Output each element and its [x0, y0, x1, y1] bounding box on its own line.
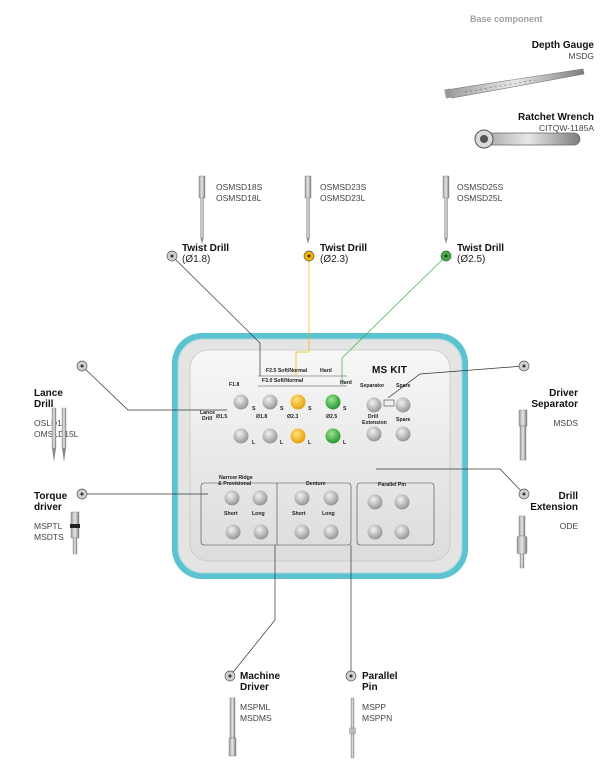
depth-gauge-title: Depth Gauge [531, 40, 594, 51]
kit-spare1-label: Spare [396, 383, 411, 389]
machine-driver-title-1: Machine [240, 671, 281, 682]
kit-f25-label: F2.5 Soft/Normal [266, 368, 308, 374]
driver-separator-title-2: Separator [531, 399, 578, 410]
tray [172, 333, 468, 579]
drill-extension-title-2: Extension [530, 502, 578, 513]
ratchet-wrench-code: CITQW-1185A [539, 123, 594, 133]
kit-d25-label: Ø2.5 [326, 414, 338, 420]
depth-gauge-code: MSDG [568, 51, 595, 61]
parallel-pin-code-2: MSPPN [362, 713, 393, 723]
machine-driver-code-1: MSPML [240, 702, 271, 712]
kit-l-label-2: L [280, 440, 284, 446]
leader-lines [81, 255, 525, 677]
kit-d15-label: Ø1.5 [216, 414, 228, 420]
lance-drill-title-2: Drill [34, 399, 54, 410]
lance-drill-title-1: Lance [34, 388, 63, 399]
parallel-pin-title-1: Parallel [362, 671, 398, 682]
kit-s-label-1: S [252, 406, 256, 412]
kit-l-label-3: L [308, 440, 312, 446]
parallel-pin-code-1: MSPP [362, 702, 387, 712]
drill18-image [198, 175, 206, 244]
driver-separator-title-1: Driver [549, 388, 578, 399]
parallel-pin-title-2: Pin [362, 682, 378, 693]
kit-short-label-2: Short [292, 511, 306, 517]
drill-extension-code: ODE [559, 521, 578, 531]
kit-drill-ext-label-2: Extension [362, 420, 387, 426]
torque-driver-title-2: driver [34, 502, 62, 513]
drill25-title: Twist Drill [457, 243, 505, 254]
kit-d18-label: Ø1.8 [256, 414, 268, 420]
drill25-code-s: OSMSD25S [457, 182, 504, 192]
kit-lance-label-2: Drill [202, 416, 213, 422]
lance-drill-image [51, 407, 67, 462]
drill18-size: (Ø1.8) [182, 254, 211, 265]
kit-spare2-label: Spare [396, 417, 411, 423]
kit-name: MS KIT [372, 365, 408, 376]
kit-lance-label-1: Lance [200, 410, 215, 416]
drill23-code-l: OSMSD23L [320, 193, 366, 203]
callout-dots [76, 250, 530, 682]
kit-s-label-4: S [343, 406, 347, 412]
kit-d23-label: Ø2.3 [287, 414, 299, 420]
lance-drill-code-2: OMSLD15L [34, 429, 79, 439]
depth-gauge-image [444, 68, 585, 99]
torque-driver-image [70, 511, 80, 555]
lance-drill-code-1: OSLD15 [34, 418, 67, 428]
drill23-title: Twist Drill [320, 243, 368, 254]
drill18-title: Twist Drill [182, 243, 230, 254]
drill25-code-l: OSMSD25L [457, 193, 503, 203]
driver-separator-code: MSDS [553, 418, 578, 428]
torque-driver-code-1: MSPTL [34, 521, 63, 531]
parallel-pin-image [349, 697, 356, 759]
drill23-code-s: OSMSD23S [320, 182, 367, 192]
kit-hard1-label: Hard [320, 368, 332, 374]
machine-driver-title-2: Driver [240, 682, 269, 693]
kit-narrow-label-2: & Provisional [218, 481, 252, 487]
kit-separator-label: Separator [360, 383, 385, 389]
drill25-size: (Ø2.5) [457, 254, 486, 265]
kit-f18-label: F1.8 [229, 382, 240, 388]
ratchet-wrench-image [474, 129, 581, 149]
drill23-size: (Ø2.3) [320, 254, 349, 265]
kit-l-label-1: L [252, 440, 256, 446]
tray-markings [200, 375, 435, 546]
drill18-code-l: OSMSD18L [216, 193, 262, 203]
base-component-label: Base component [470, 14, 543, 24]
torque-driver-title-1: Torque [34, 491, 68, 502]
torque-driver-code-2: MSDTS [34, 532, 64, 542]
drill-extension-title-1: Drill [558, 491, 578, 502]
ratchet-wrench-title: Ratchet Wrench [518, 112, 594, 123]
tray-buttons [224, 394, 411, 540]
kit-s-label-2: S [280, 406, 284, 412]
drill-extension-image [516, 515, 528, 569]
driver-separator-image [518, 409, 528, 461]
kit-f30-label: F3.0 Soft/Normal [262, 378, 304, 384]
drill25-image [442, 175, 450, 244]
kit-narrow-label-1: Narrow Ridge [219, 475, 253, 481]
kit-drill-ext-label-1: Drill [368, 414, 379, 420]
kit-s-label-3: S [308, 406, 312, 412]
kit-l-label-4: L [343, 440, 347, 446]
machine-driver-image [228, 697, 237, 757]
kit-long-label-1: Long [252, 511, 265, 517]
kit-hard2-label: Hard [340, 380, 352, 386]
drill18-code-s: OSMSD18S [216, 182, 263, 192]
drill23-image [304, 175, 312, 244]
kit-denture-label: Denture [306, 481, 326, 487]
kit-long-label-2: Long [322, 511, 335, 517]
kit-short-label-1: Short [224, 511, 238, 517]
machine-driver-code-2: MSDMS [240, 713, 272, 723]
kit-parallel-pin-label: Parallel Pin [378, 482, 406, 488]
